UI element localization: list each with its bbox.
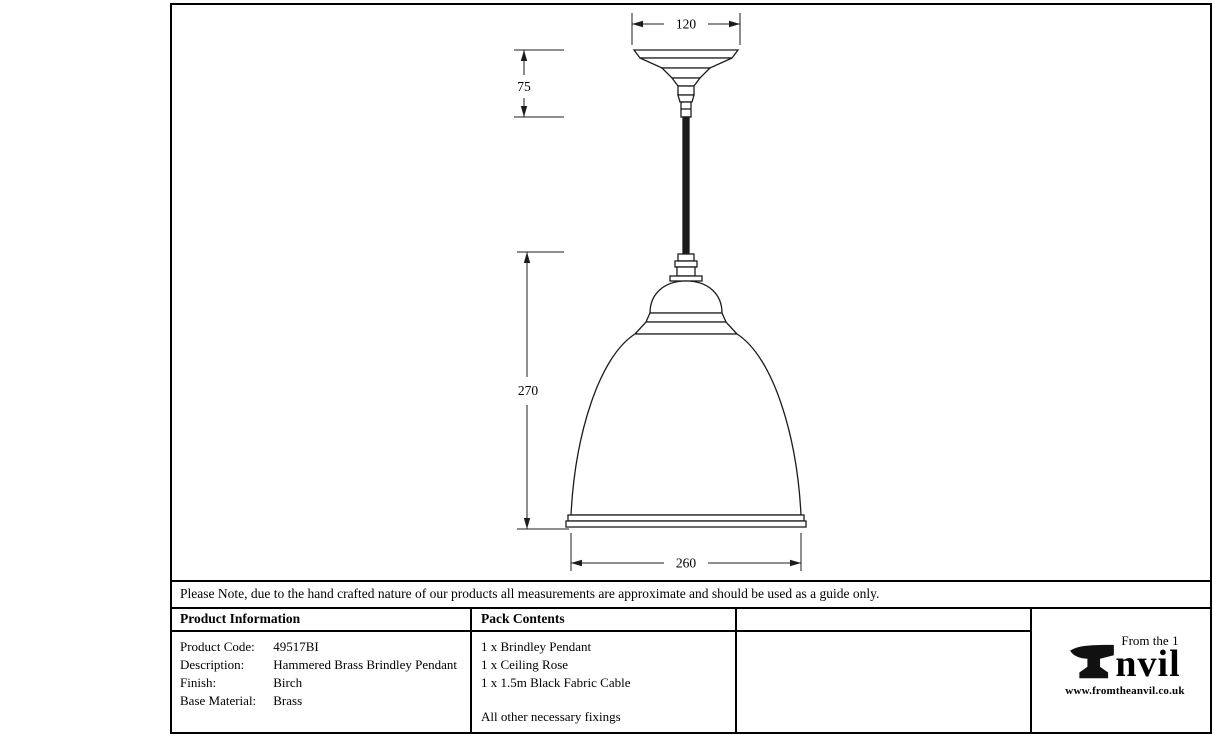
product-information-table: Product Code: 49517BI Description: Hamme… [180, 638, 457, 710]
pendant-shade [565, 280, 807, 528]
divider-pack-right [735, 607, 737, 732]
dim-label-270: 270 [518, 383, 539, 398]
divider-logo-left [1030, 607, 1032, 732]
table-row: Description: Hammered Brass Brindley Pen… [180, 656, 457, 674]
dim-label-120: 120 [676, 17, 697, 32]
row-value: Brass [273, 693, 303, 708]
pack-contents-header: Pack Contents [481, 611, 565, 626]
from-the-anvil-logo: From the 1 nvil www.fromtheanvil.co.uk [1044, 634, 1206, 697]
list-item: 1 x Brindley Pendant [481, 639, 592, 654]
row-value: Hammered Brass Brindley Pendant [273, 657, 458, 672]
lamp-holder [669, 253, 703, 282]
row-label: Base Material: [180, 693, 257, 708]
logo-superscript: 1 [1172, 633, 1179, 648]
ceiling-rose [632, 49, 740, 118]
dimension-lines [514, 13, 802, 571]
measurement-note: Please Note, due to the hand crafted nat… [180, 586, 880, 601]
dim-label-75: 75 [517, 79, 531, 94]
row-label: Description: [180, 657, 245, 672]
dim-label-260: 260 [676, 556, 697, 571]
dimension-arrows [520, 20, 801, 567]
table-row: Base Material: Brass [180, 692, 457, 710]
logo-website: www.fromtheanvil.co.uk [1065, 685, 1185, 697]
row-value: 49517BI [273, 639, 319, 654]
divider-note-top [172, 580, 1210, 582]
row-value: Birch [273, 675, 303, 690]
pendant-technical-drawing: 120 75 270 260 [514, 13, 807, 571]
list-item: 1 x Ceiling Rose [481, 657, 569, 672]
logo-from-the: From the [1121, 633, 1169, 648]
table-row: Finish: Birch [180, 674, 457, 692]
divider-header-bottom [172, 630, 1030, 632]
divider-product-pack [470, 607, 472, 732]
anvil-icon [1070, 644, 1115, 679]
table-row: Product Code: 49517BI [180, 638, 457, 656]
fabric-cable [682, 116, 690, 255]
pack-contents-footer: All other necessary fixings [481, 709, 621, 724]
row-label: Product Code: [180, 639, 255, 654]
pack-contents-list: 1 x Brindley Pendant 1 x Ceiling Rose 1 … [481, 638, 630, 692]
row-label: Finish: [180, 675, 217, 690]
list-item: 1 x 1.5m Black Fabric Cable [481, 675, 631, 690]
spec-sheet-frame: 120 75 270 260 Please Note, due to the h… [170, 3, 1212, 734]
pendant-outline [565, 49, 807, 528]
product-information-header: Product Information [180, 611, 301, 626]
logo-brand-text: nvil [1115, 643, 1181, 685]
divider-note-bottom [172, 607, 1210, 609]
